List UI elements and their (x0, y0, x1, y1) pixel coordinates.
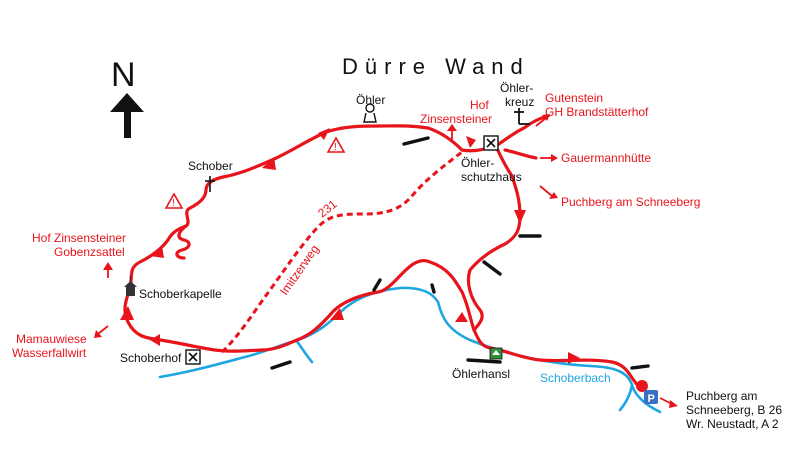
label-wasserfallwirt: Wasserfallwirt (12, 346, 87, 360)
label-hof-1: Hof (470, 98, 489, 112)
warning-icon-2: ! (164, 192, 184, 209)
svg-text:!: ! (172, 198, 175, 209)
parking-label: P (648, 393, 655, 405)
exit-arrows (94, 114, 678, 408)
route-direction-markers (120, 128, 580, 364)
trail-231-imitzerweg (220, 150, 463, 354)
label-schober: Schober (188, 159, 233, 173)
svg-text:!: ! (334, 142, 337, 153)
section-markers (270, 136, 650, 370)
restaurant-icon (483, 135, 499, 151)
stream-branch-right (618, 383, 634, 412)
start-point-marker (636, 380, 648, 392)
label-oehlerkreuz-2: kreuz (505, 95, 534, 109)
label-schoberbach: Schoberbach (540, 371, 611, 385)
label-gutenstein: Gutenstein (545, 91, 603, 105)
label-schoberkapelle: Schoberkapelle (139, 287, 222, 301)
hut-icon (489, 347, 503, 360)
label-puchberg-2: Schneeberg, B 26 (686, 403, 782, 417)
hiking-route-east (466, 144, 522, 332)
route-switchbacks (175, 224, 191, 260)
stream-branch (294, 338, 314, 364)
summit-cross-icon-2 (514, 108, 530, 125)
chapel-icon (124, 276, 137, 296)
label-oehlerkreuz-1: Öhler- (500, 81, 533, 95)
label-puchberg-3: Wr. Neustadt, A 2 (686, 417, 779, 431)
warning-icon: ! (326, 136, 346, 153)
label-puchberg-schneeberg: Puchberg am Schneeberg (561, 195, 700, 209)
label-gauermannhuette: Gauermannhütte (561, 151, 651, 165)
label-gh-brandstaetterhof: GH Brandstätterhof (545, 105, 649, 119)
label-trail-231: 231 (315, 197, 340, 221)
label-gobenzsattel: Gobenzsattel (54, 245, 125, 259)
mountain-name: Dürre Wand (342, 54, 530, 79)
peak-viewpoint-icon (363, 103, 377, 123)
north-arrow-icon: N (110, 56, 144, 138)
parking-icon: P (644, 390, 658, 405)
label-oehlerhansl: Öhlerhansl (452, 367, 510, 381)
route-to-gauermann (503, 148, 538, 160)
restaurant-icon-2 (185, 349, 201, 365)
label-hof-zinsensteiner: Hof Zinsensteiner (32, 231, 126, 245)
north-label: N (111, 56, 136, 94)
label-schutzhaus-2: schutzhaus (461, 170, 522, 184)
label-puchberg-1: Puchberg am (686, 389, 757, 403)
summit-cross-icon (205, 176, 215, 192)
label-oehler: Öhler (356, 93, 385, 107)
label-schutzhaus-1: Öhler- (461, 156, 494, 170)
label-mamauwiese: Mamauwiese (16, 332, 87, 346)
label-hof-2: Zinsensteiner (420, 112, 492, 126)
label-schoberhof: Schoberhof (120, 351, 182, 365)
